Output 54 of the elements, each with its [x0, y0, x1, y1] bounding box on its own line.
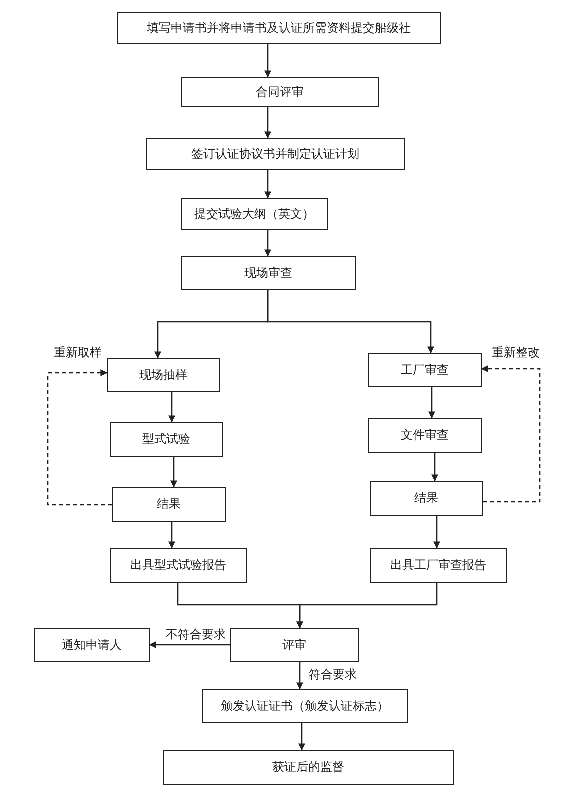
process-box: [370, 481, 483, 516]
arrow: [149, 642, 230, 648]
arrow: [267, 290, 434, 354]
process-box: [368, 418, 482, 453]
arrow: [298, 723, 306, 751]
step-text: 文件审查: [401, 427, 449, 444]
process-box: [230, 628, 359, 662]
process-box: [202, 689, 408, 723]
process-box: [181, 198, 328, 230]
process-box: [146, 138, 405, 170]
step-text: 现场抽样: [140, 366, 188, 384]
arrow: [170, 457, 178, 488]
arrow: [296, 662, 304, 690]
arrow: [264, 170, 272, 199]
edge-label: 不符合要求: [165, 626, 227, 644]
process-box: [117, 12, 441, 44]
process-box: [110, 422, 223, 457]
process-box: [34, 628, 150, 662]
process-box: [110, 548, 247, 583]
step-text: 填写申请书并将申请书及认证所需资料提交船级社: [147, 20, 411, 36]
process-box: [368, 353, 482, 387]
arrow: [264, 44, 272, 78]
step-text: 获证后的监督: [272, 759, 344, 776]
step-text: 型式试验: [142, 431, 190, 448]
step-text: 工厂审查: [401, 362, 449, 378]
step-text: 通知申请人: [62, 636, 122, 654]
arrow: [432, 453, 438, 482]
step-text: 合同评审: [256, 84, 304, 100]
process-box: [107, 358, 220, 392]
process-box: [181, 256, 356, 290]
process-box: [370, 548, 507, 583]
step-text: 颁发认证证书（颁发认证标志）: [221, 698, 389, 714]
step-text: 现场审查: [244, 264, 292, 282]
arrow: [428, 387, 436, 419]
arrow: [296, 583, 438, 629]
edge-label: 重新整改: [491, 344, 541, 362]
arrow: [434, 516, 440, 549]
arrow: [168, 522, 176, 549]
step-text: 评审: [282, 636, 306, 654]
arrow: [168, 392, 176, 423]
step-text: 结果: [414, 490, 438, 507]
step-text: 出具工厂审查报告: [390, 557, 486, 574]
step-text: 结果: [157, 496, 181, 513]
edge-label: 符合要求: [308, 666, 358, 684]
arrow: [264, 107, 272, 139]
dashed-arrow: [47, 370, 112, 506]
process-box: [181, 77, 379, 107]
step-text: 出具型式试验报告: [130, 557, 226, 574]
step-text: 提交试验大纲（英文）: [194, 206, 314, 222]
step-text: 签订认证协议书并制定认证计划: [192, 146, 360, 162]
process-box: [112, 487, 226, 522]
arrow: [264, 230, 272, 257]
dashed-arrow: [481, 366, 541, 503]
process-box: [163, 750, 454, 785]
